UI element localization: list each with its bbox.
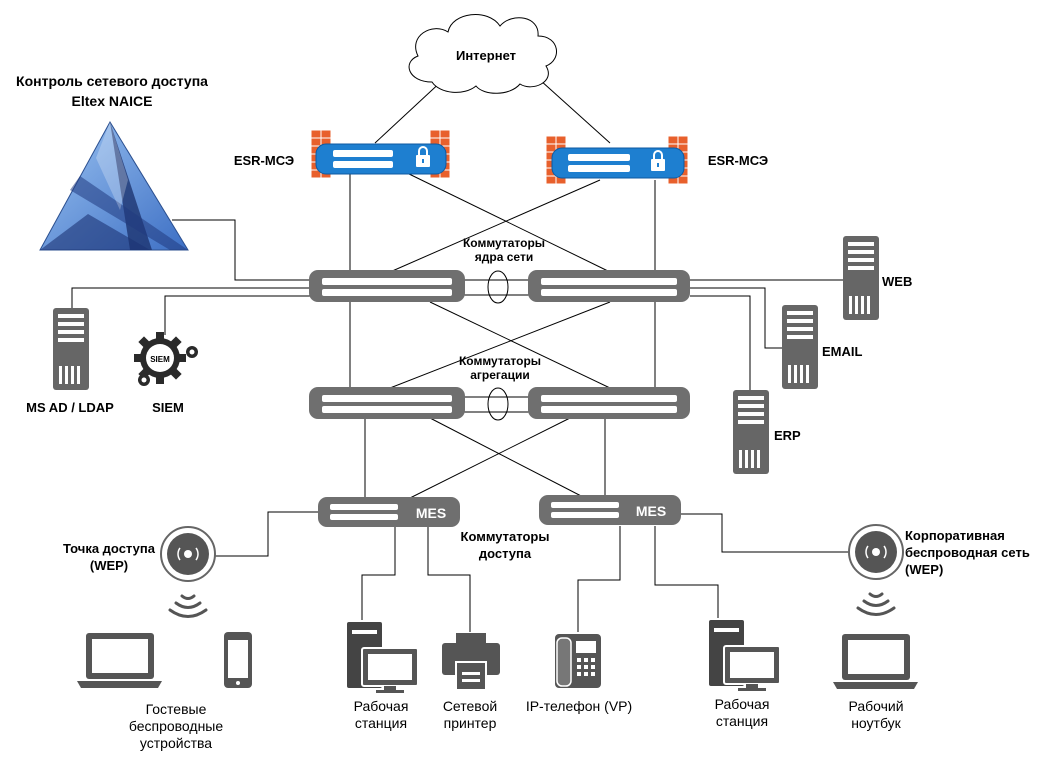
guest-line2: беспроводные [129, 718, 224, 734]
server-email-icon [782, 305, 818, 389]
siem-badge-text: SIEM [150, 355, 170, 364]
ap-right-line1: Корпоративная [905, 528, 1005, 543]
ap-left-line2: (WEP) [90, 558, 128, 573]
ws-right-line1: Рабочая [715, 696, 770, 712]
siem-gear-icon: SIEM [134, 332, 198, 386]
core-label-line2: ядра сети [475, 250, 533, 264]
mes-right-label: MES [636, 503, 666, 519]
access-point-right-icon [848, 524, 904, 580]
guest-line1: Гостевые [146, 701, 207, 717]
firewall-left-label: ESR-МСЭ [234, 153, 294, 168]
core-ring [487, 270, 509, 304]
aggregation-label-line2: агрегации [470, 368, 529, 382]
mes-left-label: MES [416, 505, 446, 521]
guest-phone-icon [224, 632, 252, 688]
firewall-right-label: ESR-МСЭ [708, 153, 768, 168]
phone-label: IP-телефон (VP) [526, 698, 632, 714]
lock-icon [651, 150, 665, 171]
workstation-left-icon [347, 622, 419, 693]
aggregation-ring [487, 387, 509, 421]
title-line1: Контроль сетевого доступа [16, 73, 208, 89]
web-label: WEB [882, 274, 912, 289]
ws-left-line2: станция [355, 715, 407, 731]
guest-laptop-icon [77, 633, 162, 688]
ap-left-line1: Точка доступа [63, 541, 156, 556]
siem-label: SIEM [152, 400, 184, 415]
title-line2: Eltex NAICE [72, 93, 153, 109]
printer-line1: Сетевой [443, 698, 497, 714]
wifi-waves-left-icon [168, 594, 208, 618]
internet-cloud: Интернет [408, 14, 557, 94]
ms-ad-label: MS AD / LDAP [26, 400, 114, 415]
access-point-left-icon [160, 526, 216, 582]
lock-icon [416, 146, 430, 167]
core-switch-right [528, 270, 690, 302]
work-laptop-icon [833, 634, 918, 689]
firewall-right [545, 135, 689, 185]
ap-right-line2: беспроводная сеть [905, 545, 1030, 560]
naice-logo [39, 121, 189, 251]
firewall-left [310, 129, 451, 179]
aggregation-label-line1: Коммутаторы [459, 354, 541, 368]
printer-line2: принтер [444, 715, 497, 731]
erp-label: ERP [774, 428, 801, 443]
laptop-line2: ноутбук [851, 715, 901, 731]
ws-right-line2: станция [716, 713, 768, 729]
core-switch-left [309, 270, 465, 302]
laptop-line1: Рабочий [848, 698, 903, 714]
guest-line3: устройства [140, 735, 212, 751]
workstation-right-icon [709, 620, 781, 691]
server-erp-icon [733, 390, 769, 474]
ip-phone-icon [555, 634, 601, 688]
wifi-waves-right-icon [856, 592, 896, 616]
ap-right-line3: (WEP) [905, 562, 943, 577]
access-label-line2: доступа [479, 546, 532, 561]
connection-lines [71, 77, 850, 632]
internet-label: Интернет [456, 48, 516, 63]
core-label-line1: Коммутаторы [463, 236, 545, 250]
access-switch-right: MES [539, 495, 681, 525]
email-label: EMAIL [822, 344, 863, 359]
access-label-line1: Коммутаторы [461, 529, 550, 544]
ws-left-line1: Рабочая [354, 698, 409, 714]
access-switch-left: MES [318, 497, 460, 527]
printer-icon [442, 633, 500, 691]
server-web-icon [843, 236, 879, 320]
server-ms-ad-icon [53, 308, 89, 390]
aggregation-switch-right [528, 387, 690, 419]
aggregation-switch-left [309, 387, 465, 419]
